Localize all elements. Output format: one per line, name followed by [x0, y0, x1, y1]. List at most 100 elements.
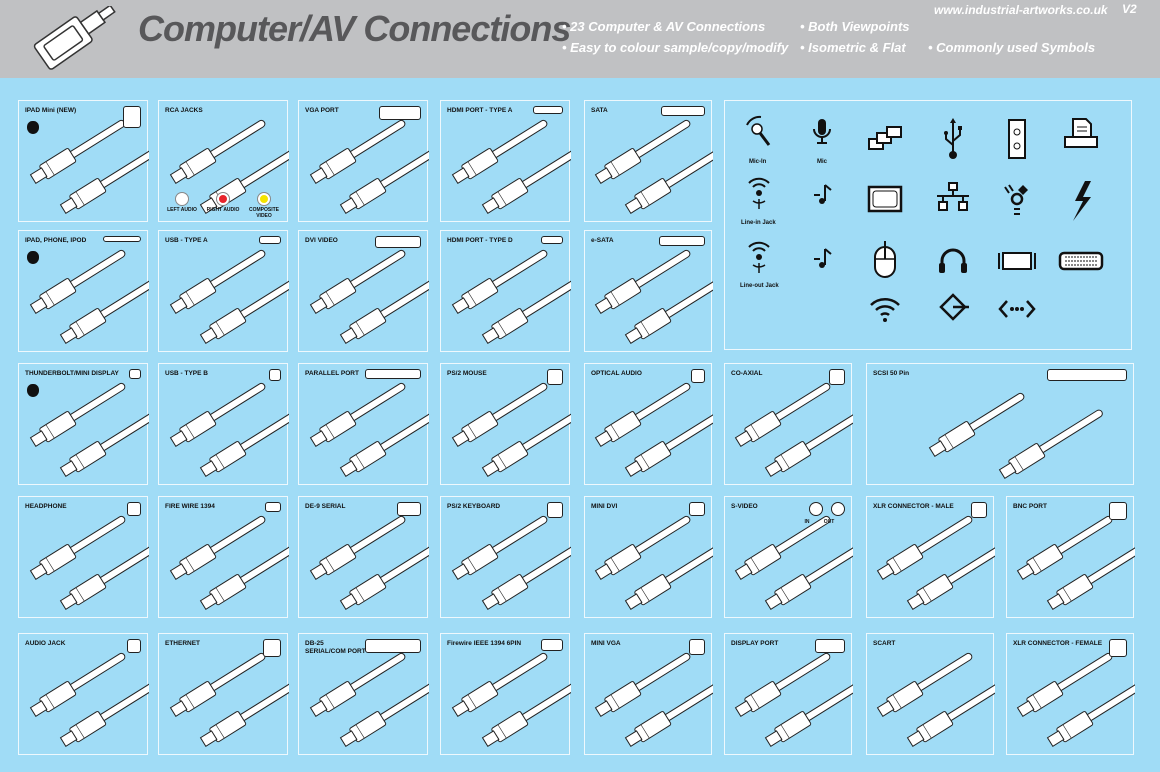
connector-panel: e-SATA [584, 230, 713, 352]
cable-plug [29, 382, 126, 447]
cable-plug [764, 540, 853, 610]
panel-title: SATA [591, 107, 608, 114]
cable-plug [169, 119, 266, 184]
connector-illustration [309, 249, 429, 344]
cable-plug [594, 382, 691, 447]
cable-plug [169, 515, 266, 580]
svideo-label: IN [804, 519, 810, 525]
cable-plug [339, 407, 429, 477]
connector-illustration [734, 652, 853, 747]
connector-panel: MINI DVI [584, 496, 713, 618]
cable-plug [339, 540, 429, 610]
cable-plug [339, 274, 429, 344]
port-icon [379, 106, 421, 120]
speaker-icon [1008, 119, 1026, 159]
connector-illustration [169, 382, 289, 477]
connector-illustration [594, 652, 713, 747]
port-icon [127, 639, 141, 653]
port-icon [103, 236, 141, 242]
cable-plug [29, 249, 126, 314]
cable-plug [451, 515, 548, 580]
cable-plug [29, 515, 126, 580]
cable-plug [169, 652, 266, 717]
connector-panel: PARALLEL PORT [298, 363, 429, 485]
port-icon [691, 369, 705, 383]
cable-plug [59, 407, 149, 477]
cable-plug [59, 274, 149, 344]
panel-title: e-SATA [591, 237, 614, 244]
connector-illustration [594, 382, 713, 477]
cable-plug [481, 677, 571, 747]
cable-plug [906, 540, 995, 610]
cable-plug [59, 540, 149, 610]
mic-in-icon [746, 115, 771, 146]
website-link[interactable]: www.industrial-artworks.co.uk [934, 3, 1108, 17]
connector-illustration [928, 392, 1103, 479]
port-icon [541, 639, 563, 651]
panel-title: IPAD Mini (NEW) [25, 107, 77, 114]
connector-illustration [309, 515, 429, 610]
panel-title: SCART [873, 640, 896, 647]
cable-plug [1016, 652, 1113, 717]
cable-plug [199, 540, 289, 610]
mouse-icon [874, 241, 896, 278]
port-icon [397, 502, 421, 516]
connector-panel: SCSI 50 Pin [866, 363, 1134, 485]
connector-illustration [169, 249, 289, 344]
panel-title: CO-AXIAL [731, 370, 763, 377]
line-out-icon [748, 241, 770, 273]
port-icon [123, 106, 141, 128]
feature-bullet: • 23 Computer & AV Connections [562, 19, 766, 34]
connector-panel: XLR CONNECTOR - FEMALE [1006, 633, 1135, 755]
cable-plug [199, 274, 289, 344]
serial-connector-logo-icon [33, 6, 116, 70]
panel-title: USB - TYPE A [165, 237, 208, 244]
cable-plug [339, 144, 429, 214]
connector-illustration [594, 515, 713, 610]
connector-illustration [309, 652, 429, 747]
feature-bullet: • Commonly used Symbols [928, 40, 1096, 55]
headphones-icon [939, 248, 967, 273]
port-icon [365, 369, 421, 379]
cable-plug [309, 515, 406, 580]
mic-in-label: Mic-In [749, 159, 767, 165]
connector-panel: Firewire IEEE 1394 6PIN [440, 633, 571, 755]
cable-plug [928, 392, 1025, 457]
monitor-icon [867, 185, 903, 213]
cable-plug [309, 652, 406, 717]
cable-plug [59, 677, 149, 747]
connector-panel: MINI VGA [584, 633, 713, 755]
connector-illustration [29, 119, 149, 214]
panel-title: MINI VGA [591, 640, 621, 647]
connector-illustration [309, 382, 429, 477]
usb-icon [944, 118, 962, 159]
port-icon [829, 369, 845, 385]
rca-jack-icon [258, 193, 270, 205]
connector-panel: BNC PORT [1006, 496, 1135, 618]
panel-title: XLR CONNECTOR - FEMALE [1013, 640, 1103, 647]
cable-plug [624, 407, 713, 477]
connector-panel: THUNDERBOLT/MINI DISPLAY [18, 363, 149, 485]
connector-panel: HEADPHONE [18, 496, 149, 618]
port-icon [971, 502, 987, 518]
cable-plug [339, 677, 429, 747]
line-in-icon [748, 177, 770, 209]
panel-title: USB - TYPE B [165, 370, 208, 377]
apple-logo-icon [27, 121, 39, 134]
panel-title: PS/2 KEYBOARD [447, 503, 501, 510]
connector-panel: ETHERNET [158, 633, 289, 755]
panel-title: VGA PORT [305, 107, 339, 114]
cable-plug [199, 677, 289, 747]
connector-panel: XLR CONNECTOR - MALE [866, 496, 995, 618]
cable-plug [169, 382, 266, 447]
panel-title: ETHERNET [165, 640, 201, 647]
connector-illustration [29, 515, 149, 610]
connector-panel: HDMI PORT - TYPE A [440, 100, 571, 222]
cable-plug [481, 407, 571, 477]
panel-title: DB-25 [305, 640, 324, 647]
panel-title: BNC PORT [1013, 503, 1047, 510]
connector-panel: DVI VIDEO [298, 230, 429, 352]
cable-plug [451, 249, 548, 314]
feature-bullet: • Both Viewpoints [800, 19, 910, 34]
port-icon [375, 236, 421, 248]
